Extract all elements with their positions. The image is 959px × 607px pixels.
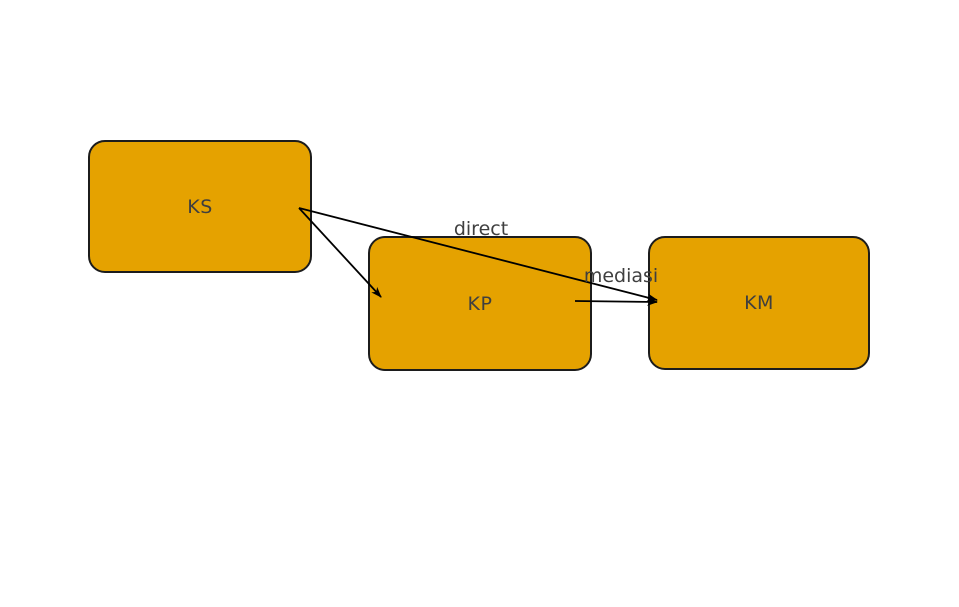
node-ks: KS [88, 140, 312, 273]
edge-label-mediasi: mediasi [583, 265, 659, 287]
node-km-label: KM [744, 292, 774, 314]
node-km: KM [648, 236, 870, 370]
node-kp-label: KP [467, 292, 493, 315]
node-ks-label: KS [187, 195, 213, 218]
node-kp: KP [368, 236, 592, 371]
edge-label-direct: direct [453, 218, 509, 240]
